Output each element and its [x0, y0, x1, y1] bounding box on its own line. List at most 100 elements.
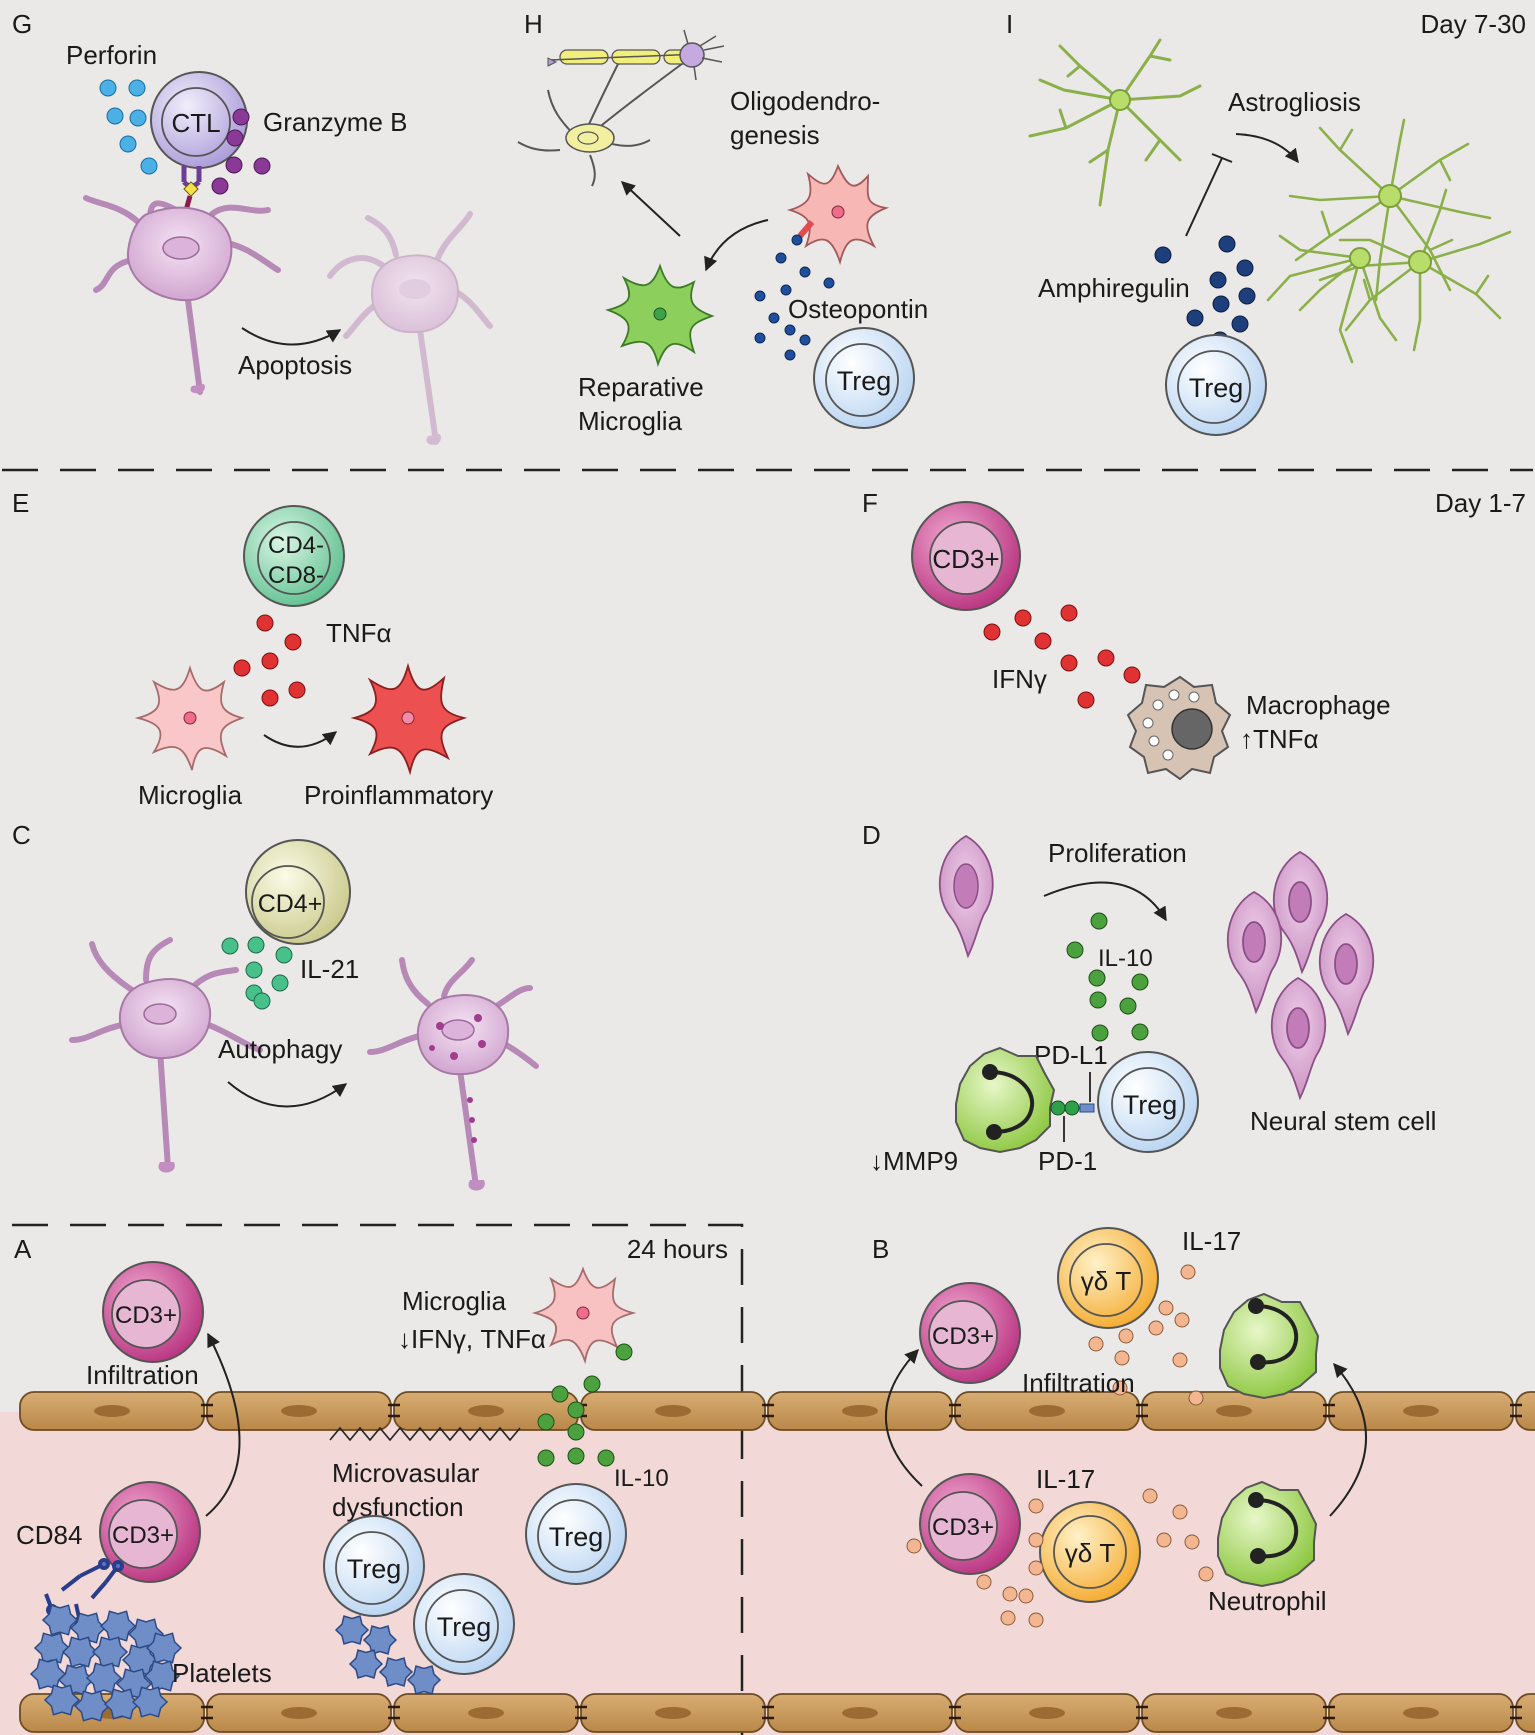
- label-proliferation: Proliferation: [1048, 838, 1187, 868]
- endothelial-cell: [19, 1391, 205, 1431]
- endothelial-cell: [1323, 1693, 1514, 1733]
- cd3-cell-b-bottom: CD3+: [919, 1473, 1021, 1575]
- perforin-molecules: [99, 79, 158, 175]
- autophagic-neuron: [367, 957, 539, 1191]
- endothelial-cell: [388, 1391, 579, 1431]
- neutrophil-b-bottom: [1217, 1480, 1318, 1588]
- neutrophil-b-top: [1219, 1292, 1320, 1400]
- platelet: [99, 1610, 137, 1642]
- il10-molecules-d: [1066, 912, 1149, 1042]
- endothelium-top: [19, 1391, 1535, 1431]
- endothelial-cell: [949, 1693, 1140, 1733]
- target-neuron: [83, 195, 281, 395]
- cd3-b-bottom-label: CD3+: [932, 1514, 994, 1541]
- oligodendrocyte: [517, 29, 725, 187]
- platelet: [143, 1660, 181, 1692]
- label-il10-a: IL-10: [614, 1465, 669, 1492]
- treg-a-lower-label: Treg: [437, 1612, 492, 1642]
- label-microglia-e: Microglia: [138, 780, 243, 810]
- cd3-cell-b-top: CD3+: [919, 1282, 1021, 1384]
- label-pd-1: PD-1: [1038, 1146, 1097, 1176]
- osteopontin-molecules: [754, 234, 835, 361]
- label-ifng-tnfa-down: ↓IFNγ, TNFα: [398, 1324, 546, 1354]
- endothelial-cell: [1136, 1693, 1327, 1733]
- cd3-bottom-label: CD3+: [112, 1522, 174, 1549]
- label-cd4-minus: CD4-: [268, 532, 324, 559]
- platelet: [362, 1625, 398, 1655]
- platelet: [378, 1657, 414, 1687]
- treg-d-label: Treg: [1123, 1090, 1178, 1120]
- il17-molecules-top: [1088, 1264, 1204, 1406]
- platelet: [348, 1649, 384, 1679]
- label-neutrophil: Neutrophil: [1208, 1586, 1327, 1616]
- cd4-cd8-cell: CD4- CD8-: [243, 505, 345, 607]
- label-genesis: genesis: [730, 120, 820, 150]
- endothelial-cell: [201, 1693, 392, 1733]
- gdt-bottom-label: γδ T: [1065, 1538, 1116, 1568]
- label-apoptosis: Apoptosis: [238, 350, 352, 380]
- label-reparative: Reparative: [578, 372, 704, 402]
- treg-a-left: Treg: [323, 1515, 425, 1617]
- proliferation-arrow: [1043, 881, 1167, 922]
- panel-dividers: [2, 468, 1533, 1735]
- il17-molecules-bottom: [906, 1488, 1214, 1628]
- microglia-a: [531, 1266, 637, 1365]
- apoptosis-arrow: [241, 327, 342, 346]
- endothelial-cell: [762, 1391, 953, 1431]
- gdt-top-label: γδ T: [1081, 1266, 1132, 1296]
- endothelium-bottom: [19, 1693, 1535, 1733]
- endothelial-cell: [1323, 1391, 1514, 1431]
- endothelial-cell: [1510, 1391, 1535, 1431]
- endothelial-cell: [1136, 1391, 1327, 1431]
- platelet: [334, 1615, 370, 1645]
- panel-letter-a: A: [14, 1234, 32, 1264]
- label-astrogliosis: Astrogliosis: [1228, 87, 1361, 117]
- endothelial-cell: [575, 1693, 766, 1733]
- label-day-7-30: Day 7-30: [1421, 9, 1527, 39]
- treg-a-left-label: Treg: [347, 1554, 402, 1584]
- treg-a-right: Treg: [525, 1483, 627, 1585]
- panel-letter-h: H: [524, 9, 543, 39]
- apoptotic-neuron: [327, 211, 493, 445]
- astrogliosis-arrow: [1235, 133, 1299, 164]
- platelet: [43, 1684, 81, 1716]
- tnfa-molecules-e: [233, 614, 306, 707]
- reparative-microglia: [605, 263, 715, 368]
- treg-d: Treg: [1097, 1051, 1199, 1153]
- proinflammatory-arrow: [263, 731, 338, 748]
- label-dysfunction: dysfunction: [332, 1492, 464, 1522]
- platelet: [73, 1690, 111, 1722]
- platelet-aggregate: [29, 1604, 183, 1722]
- label-granzyme-b: Granzyme B: [263, 107, 408, 137]
- gamma-delta-t-top: γδ T: [1057, 1227, 1159, 1329]
- il10-molecules-a: [537, 1343, 633, 1467]
- microglia-activated-h: [786, 163, 890, 266]
- label-infiltration-b: Infiltration: [1022, 1368, 1135, 1398]
- platelet: [33, 1632, 71, 1664]
- label-microvascular: Microvasular: [332, 1458, 480, 1488]
- granzyme-molecules: [211, 108, 271, 195]
- cd4-plus-label: CD4+: [258, 890, 323, 918]
- label-ifng: IFNγ: [992, 664, 1047, 694]
- label-amphiregulin: Amphiregulin: [1038, 273, 1190, 303]
- label-day-1-7: Day 1-7: [1435, 488, 1526, 518]
- endothelial-cell: [388, 1693, 579, 1733]
- infiltration-arrow-b-right: [1329, 1362, 1367, 1517]
- neural-stem-cell-cluster: [1226, 850, 1375, 1101]
- ctl-label: CTL: [171, 108, 220, 138]
- label-infiltration-a: Infiltration: [86, 1360, 199, 1390]
- endothelial-cell: [762, 1693, 953, 1733]
- label-il10-d: IL-10: [1098, 945, 1153, 972]
- label-il17-bottom: IL-17: [1036, 1464, 1095, 1494]
- resting-microglia-e: [134, 664, 245, 771]
- gamma-delta-t-bottom: γδ T: [1039, 1501, 1141, 1603]
- treg-a-right-label: Treg: [549, 1522, 604, 1552]
- label-proinflammatory: Proinflammatory: [304, 780, 493, 810]
- platelet: [145, 1632, 183, 1664]
- proinflammatory-microglia: [350, 662, 468, 776]
- microvascular-zigzag: [329, 1426, 521, 1442]
- panel-letter-f: F: [862, 488, 878, 518]
- label-pd-l1: PD-L1: [1034, 1040, 1108, 1070]
- treg-a-lower: Treg: [413, 1573, 515, 1675]
